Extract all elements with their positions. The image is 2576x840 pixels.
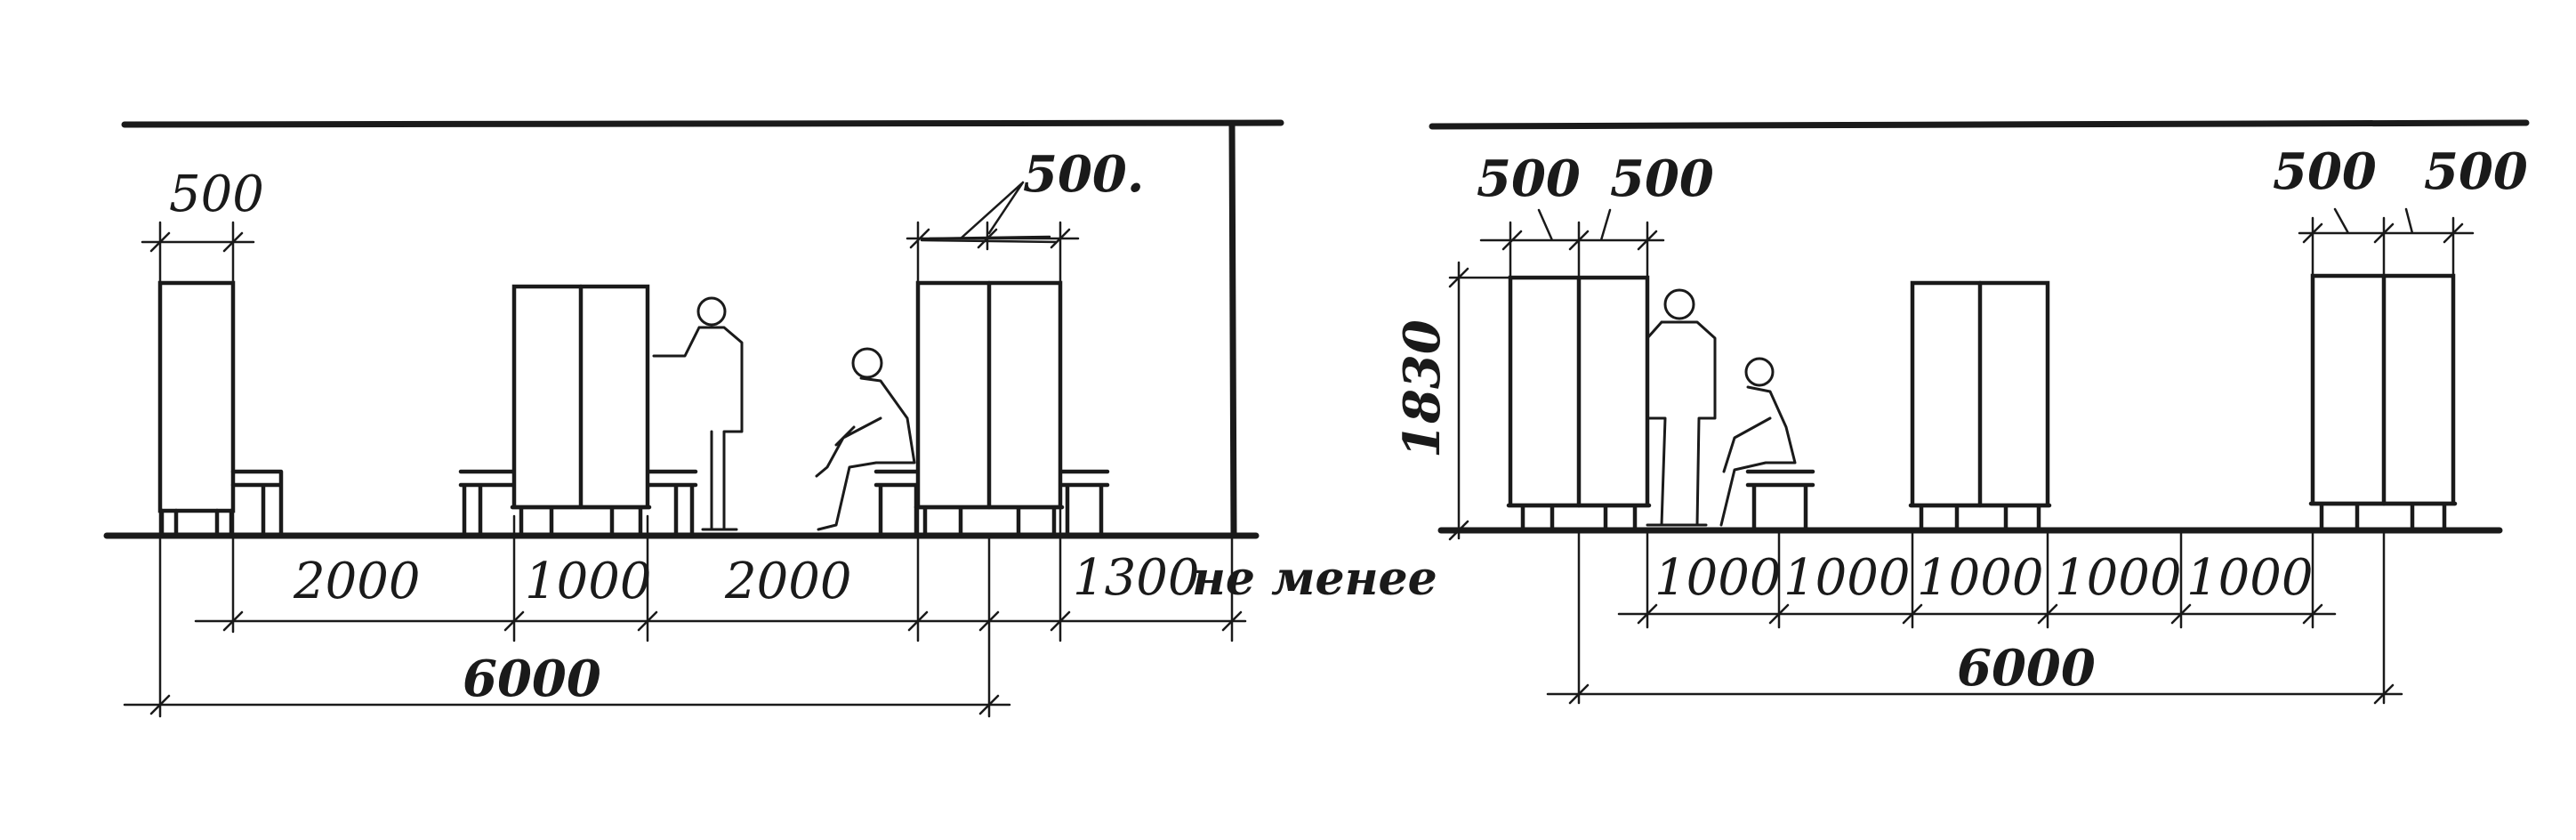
left-module-dim-chain <box>194 610 1247 632</box>
right-seated-person-figure <box>1719 357 1797 527</box>
right-height-dim-line <box>1448 261 1514 541</box>
right-right-double-locker <box>2308 273 2458 533</box>
left-right-double-locker <box>914 280 1065 537</box>
right-locker-left-a-label: 500 <box>1477 149 1581 208</box>
left-section: 500 500. 2000 1000 2000 1300 не менее 60… <box>103 119 1437 718</box>
left-overall-dim-line <box>123 694 1011 715</box>
left-double-locker-width-dim-line <box>906 181 1080 249</box>
right-overall-label: 6000 <box>1957 639 2096 698</box>
seated-person-figure <box>815 347 916 531</box>
left-aisle-2-label: 2000 <box>724 553 852 610</box>
left-locker-width-dim-line <box>141 231 255 253</box>
left-center-double-locker <box>510 284 652 537</box>
right-module-extensions <box>1577 529 2386 705</box>
left-aisle-1-label: 2000 <box>293 553 421 610</box>
left-bench-block-label: 1000 <box>525 553 652 610</box>
right-module-4-label: 1000 <box>2055 549 2182 607</box>
left-dimension-extensions <box>158 221 1234 718</box>
right-right-locker-dim-line <box>2298 207 2475 278</box>
left-ceiling-line <box>121 119 1284 128</box>
right-bench <box>1745 469 1815 532</box>
right-module-5-label: 1000 <box>2186 549 2314 607</box>
left-end-wall <box>1228 121 1237 537</box>
left-right-bench <box>873 469 1110 537</box>
right-section: 500 500 500 500 1830 1000 1000 1000 1000… <box>1393 119 2530 705</box>
left-bench-1 <box>230 469 284 537</box>
right-left-double-locker <box>1506 275 1652 533</box>
right-locker-left-b-label: 500 <box>1610 149 1714 208</box>
right-left-locker-dim-line <box>1479 208 1665 279</box>
right-overall-dim-line <box>1546 683 2403 705</box>
left-clearance-label: 1300 <box>1073 549 1200 607</box>
right-height-label: 1830 <box>1393 319 1452 458</box>
standing-person-figure <box>652 296 744 531</box>
right-module-2-label: 1000 <box>1783 549 1911 607</box>
right-ceiling-line <box>1429 119 2530 130</box>
right-center-double-locker <box>1908 280 2052 533</box>
right-standing-person-figure <box>1646 288 1717 527</box>
right-module-1-label: 1000 <box>1654 549 1782 607</box>
right-module-3-label: 1000 <box>1917 549 2044 607</box>
left-single-locker <box>157 280 236 537</box>
left-locker-width-label: 500 <box>169 166 264 223</box>
right-module-dim-chain <box>1617 603 2337 625</box>
right-locker-right-a-label: 500 <box>2273 142 2377 201</box>
left-double-locker-width-label: 500. <box>1023 145 1144 204</box>
right-locker-right-b-label: 500 <box>2424 142 2528 201</box>
left-overall-label: 6000 <box>463 650 601 708</box>
left-clearance-note: не менее <box>1192 552 1437 606</box>
